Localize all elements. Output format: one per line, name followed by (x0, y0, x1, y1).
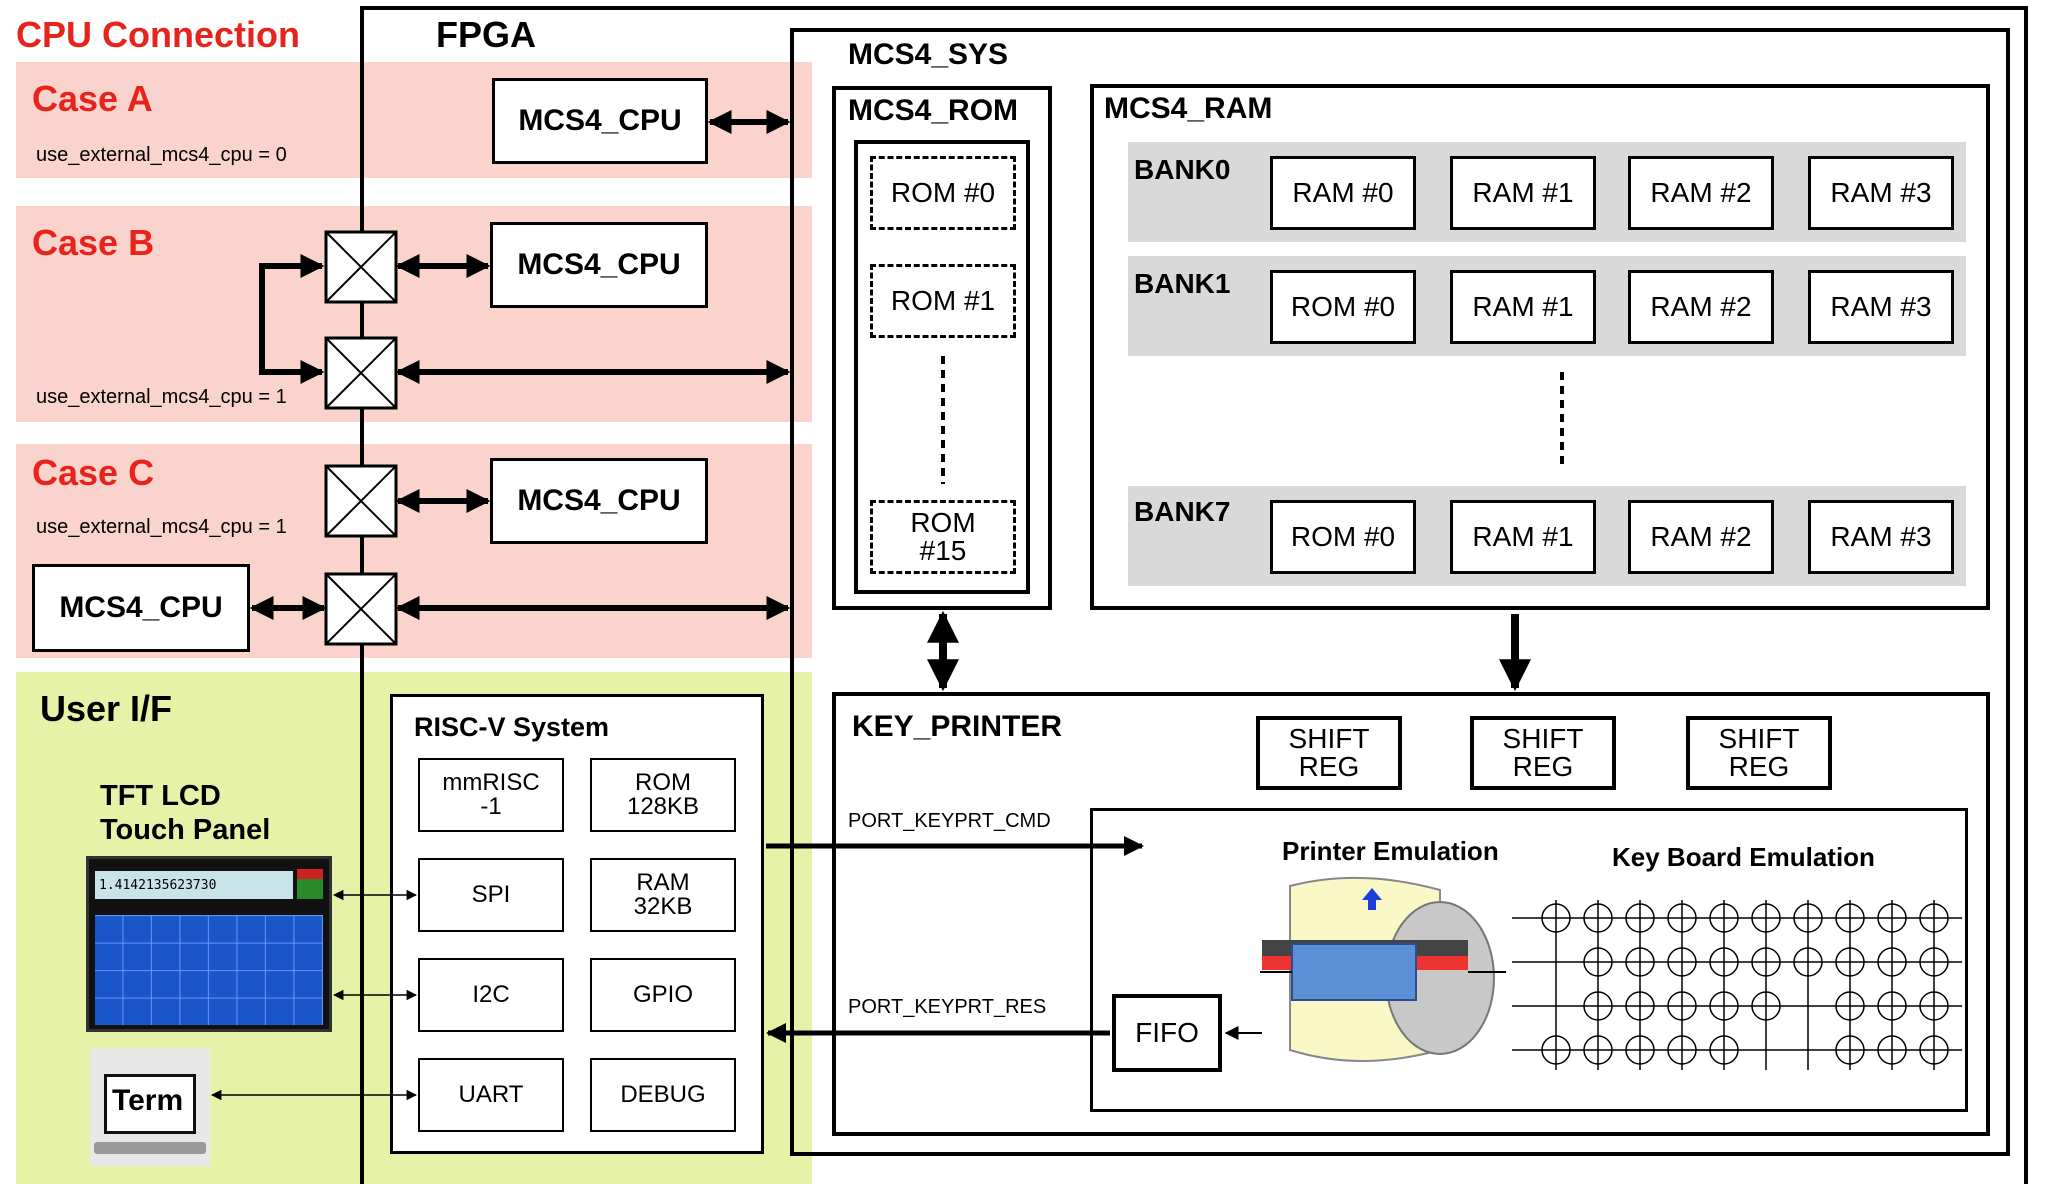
case-a-title: Case A (32, 78, 153, 119)
uart-block: UART (418, 1058, 564, 1132)
mmrisc-line1: mmRISC (442, 769, 540, 796)
emulation-frame (1090, 808, 1968, 1112)
laptop-screen (104, 1074, 196, 1134)
bank0-ram-2: RAM #2 (1628, 156, 1774, 230)
bank7-ram-2: RAM #2 (1628, 500, 1774, 574)
riscv-rom-line2: 128KB (626, 793, 700, 820)
riscv-title: RISC-V System (414, 712, 610, 742)
bank0-ram-0: RAM #0 (1270, 156, 1416, 230)
bank1-label: BANK1 (1134, 268, 1231, 299)
mcs4-sys-frame (790, 28, 2010, 1156)
riscv-rom-line1: ROM (635, 769, 691, 796)
mmrisc-block: mmRISC -1 (418, 758, 564, 832)
case-c-external-cpu-box: MCS4_CPU (32, 564, 250, 652)
tft-label-line1: TFT LCD (100, 780, 221, 812)
tft-lcd-image: 1.4142135623730 (86, 856, 332, 1032)
case-c-switch-bottom (324, 572, 398, 646)
printer-emulation-title: Printer Emulation (1282, 836, 1499, 866)
mmrisc-line2: -1 (480, 793, 502, 820)
rom-15-box: ROM #15 (870, 500, 1016, 574)
fifo-box: FIFO (1112, 994, 1222, 1072)
case-a-cpu-box: MCS4_CPU (492, 78, 708, 164)
bank7-ram-1: RAM #1 (1450, 500, 1596, 574)
rom-1-box: ROM #1 (870, 264, 1016, 338)
laptop-base (94, 1142, 206, 1154)
port-keyprt-res-label: PORT_KEYPRT_RES (848, 996, 1047, 1018)
key-printer-title: KEY_PRINTER (852, 710, 1063, 743)
bank1-ram-2: RAM #2 (1628, 270, 1774, 344)
lcd-readout-bar: 1.4142135623730 (95, 871, 293, 899)
port-keyprt-cmd-label: PORT_KEYPRT_CMD (848, 810, 1051, 832)
lcd-keypad (95, 915, 323, 1025)
mcs4-sys-title: MCS4_SYS (848, 38, 1009, 71)
riscv-ram-line2: 32KB (633, 893, 693, 920)
shift-reg-3-label: SHIFT REG (1718, 723, 1800, 782)
bank7-ram-0: ROM #0 (1270, 500, 1416, 574)
rom-15-label: ROM #15 (910, 507, 976, 566)
rom-0-box: ROM #0 (870, 156, 1016, 230)
case-c-switch-top (324, 464, 398, 538)
gpio-block: GPIO (590, 958, 736, 1032)
mcs4-rom-title: MCS4_ROM (848, 94, 1019, 127)
tft-label-line2: Touch Panel (100, 814, 271, 846)
lcd-readout: 1.4142135623730 (99, 877, 217, 893)
case-a-param: use_external_mcs4_cpu = 0 (36, 144, 287, 166)
bank1-ram-3: RAM #3 (1808, 270, 1954, 344)
bank7-ram-3: RAM #3 (1808, 500, 1954, 574)
mcs4-ram-title: MCS4_RAM (1104, 92, 1273, 125)
bank7-label: BANK7 (1134, 496, 1231, 527)
bank1-ram-1: RAM #1 (1450, 270, 1596, 344)
shift-reg-1-label: SHIFT REG (1288, 723, 1370, 782)
shift-reg-2-label: SHIFT REG (1502, 723, 1584, 782)
shift-reg-2: SHIFT REG (1470, 716, 1616, 790)
case-b-switch-bottom (324, 336, 398, 410)
mcs4-rom-inner (854, 140, 1030, 594)
shift-reg-3: SHIFT REG (1686, 716, 1832, 790)
spi-block: SPI (418, 858, 564, 932)
riscv-ram-line1: RAM (636, 869, 690, 896)
riscv-rom-block: ROM 128KB (590, 758, 736, 832)
case-c-title: Case C (32, 452, 155, 493)
cpu-connection-title: CPU Connection (16, 14, 300, 55)
shift-reg-1: SHIFT REG (1256, 716, 1402, 790)
case-b-cpu-box: MCS4_CPU (490, 222, 708, 308)
bank0-label: BANK0 (1134, 154, 1231, 185)
case-b-loop (259, 254, 325, 384)
debug-block: DEBUG (590, 1058, 736, 1132)
case-b-switch-top (324, 230, 398, 304)
term-label: Term (112, 1084, 184, 1117)
user-if-title: User I/F (40, 688, 173, 729)
case-c-cpu-box: MCS4_CPU (490, 458, 708, 544)
case-c-param: use_external_mcs4_cpu = 1 (36, 516, 287, 538)
case-b-title: Case B (32, 222, 155, 263)
bank1-ram-0: ROM #0 (1270, 270, 1416, 344)
keyboard-emulation-title: Key Board Emulation (1612, 842, 1875, 872)
riscv-ram-block: RAM 32KB (590, 858, 736, 932)
lcd-status-block (297, 869, 323, 899)
printer-drum-illustration (1260, 876, 1506, 1062)
bank0-ram-1: RAM #1 (1450, 156, 1596, 230)
keyboard-grid-illustration (1512, 900, 1962, 1070)
laptop-image: Term (90, 1048, 210, 1166)
case-b-param: use_external_mcs4_cpu = 1 (36, 386, 287, 408)
i2c-block: I2C (418, 958, 564, 1032)
bank0-ram-3: RAM #3 (1808, 156, 1954, 230)
fpga-title: FPGA (436, 14, 537, 55)
